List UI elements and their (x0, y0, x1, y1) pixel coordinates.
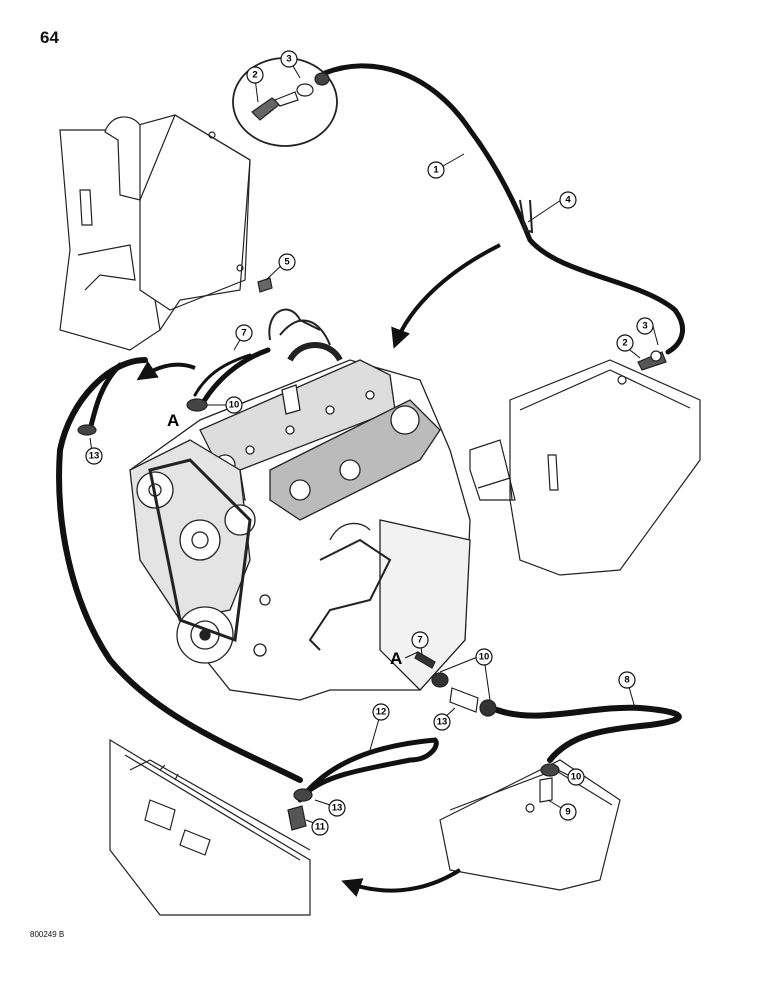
hose-8 (494, 704, 682, 763)
callout-bubbles: 2 3 1 4 5 7 3 2 10 13 7 10 13 8 12 10 13… (85, 50, 654, 836)
callout-3-right: 3 (636, 317, 654, 335)
svg-text:10: 10 (571, 772, 582, 783)
svg-text:4: 4 (565, 195, 571, 206)
svg-text:11: 11 (315, 822, 326, 833)
callout-12: 12 (372, 703, 390, 721)
right-middle-tank (469, 359, 701, 576)
svg-text:2: 2 (252, 70, 257, 81)
page-number: 64 (40, 28, 59, 47)
view-marker-a-lower: A (390, 649, 402, 668)
callout-2-detail: 2 (246, 66, 264, 84)
svg-text:13: 13 (332, 803, 343, 814)
arrow-to-engine (391, 243, 501, 349)
svg-text:13: 13 (437, 717, 448, 728)
svg-text:13: 13 (89, 451, 100, 462)
callout-11: 11 (311, 818, 329, 836)
svg-text:7: 7 (241, 328, 246, 339)
engine-assembly (129, 308, 471, 701)
svg-text:10: 10 (479, 652, 490, 663)
svg-text:1: 1 (433, 165, 439, 176)
svg-text:8: 8 (624, 675, 629, 686)
hoses (56, 63, 686, 803)
hose-left-return (56, 357, 303, 783)
svg-text:2: 2 (622, 338, 627, 349)
callout-7-top: 7 (235, 324, 253, 342)
hose-1 (322, 63, 686, 355)
hose-7 (197, 347, 271, 411)
hose-12 (297, 737, 439, 803)
svg-text:3: 3 (286, 54, 291, 65)
svg-text:10: 10 (229, 400, 240, 411)
upper-left-tank (59, 114, 251, 351)
callout-9: 9 (559, 803, 577, 821)
svg-text:7: 7 (417, 635, 422, 646)
callout-10-top: 10 (225, 396, 243, 414)
svg-text:3: 3 (642, 321, 647, 332)
routing-arrows (136, 243, 501, 897)
svg-text:12: 12 (376, 707, 387, 718)
arrow-bottom (341, 868, 462, 897)
callout-2-right: 2 (616, 334, 634, 352)
callout-10-bottom: 10 (567, 768, 585, 786)
fittings (77, 57, 667, 831)
callout-8: 8 (618, 671, 636, 689)
view-marker-a-top: A (167, 411, 179, 430)
bottom-left-tank (109, 738, 311, 916)
callout-3-detail: 3 (280, 50, 298, 68)
callout-10-lower: 10 (475, 648, 493, 666)
callout-13-bottom: 13 (328, 799, 346, 817)
callout-13-lower: 13 (433, 713, 451, 731)
callout-4: 4 (559, 191, 577, 209)
bottom-right-tank (439, 759, 621, 891)
callout-7-lower: 7 (411, 631, 429, 649)
arrow-to-left-hose (136, 360, 196, 381)
figure-code: 800249 B (30, 930, 65, 939)
svg-text:9: 9 (565, 807, 570, 818)
callout-5: 5 (278, 253, 296, 271)
callout-1: 1 (427, 161, 445, 179)
callout-13-top: 13 (85, 447, 103, 465)
svg-text:5: 5 (284, 257, 290, 268)
